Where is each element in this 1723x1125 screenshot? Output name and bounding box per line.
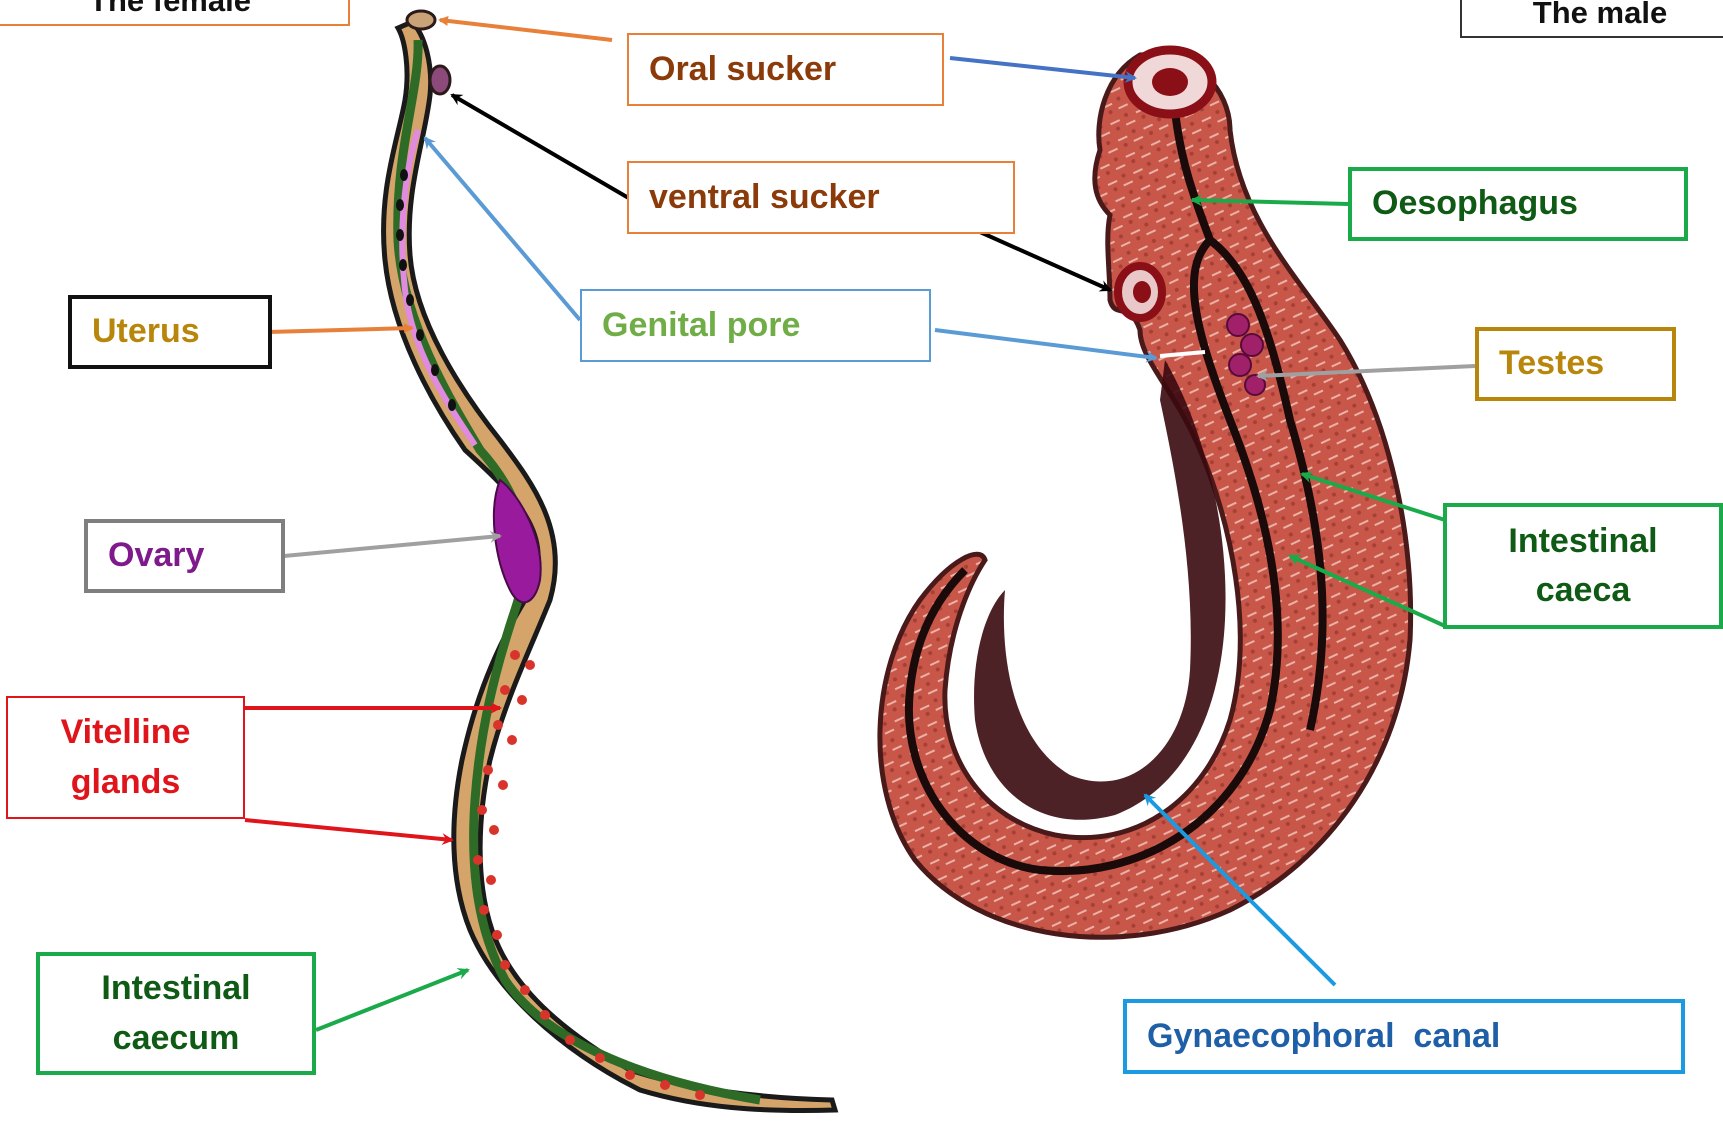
testes-label: Testes [1475,327,1676,401]
uterus-text: Uterus [92,307,200,356]
female-heading: The female [0,0,350,26]
arrow-uterus [268,328,412,332]
ventral-sucker-label: ventral sucker [627,161,1015,234]
oral-sucker-text: Oral sucker [649,45,836,94]
vitelline-glands-text-1: Vitelline [61,708,191,757]
testes-text: Testes [1499,339,1604,388]
arrow-ventral-sucker-male [980,232,1110,290]
gynaecophoral-canal-text: Gynaecophoral canal [1147,1012,1500,1061]
vitelline-dots [473,650,705,1100]
vitelline-glands-label: Vitelline glands [6,696,245,819]
arrow-genital-pore-male [935,330,1156,358]
arrow-oral-sucker-female [440,20,612,40]
intestinal-caecum-text-1: Intestinal [101,964,250,1013]
arrow-ovary [284,536,500,556]
female-heading-text: The female [89,0,251,24]
male-heading: The male [1460,0,1723,38]
oesophagus-text: Oesophagus [1372,179,1578,228]
intestinal-caeca-text-1: Intestinal [1508,517,1657,566]
intestinal-caecum-label: Intestinal caecum [36,952,316,1075]
ovary-text: Ovary [108,531,204,580]
genital-pore-label: Genital pore [580,289,931,362]
intestinal-caeca-text-2: caeca [1536,566,1631,615]
ventral-sucker-text: ventral sucker [649,173,880,222]
oral-sucker-label: Oral sucker [627,33,944,106]
intestinal-caeca-label: Intestinal caeca [1443,503,1723,629]
gynaecophoral-canal-shape [974,360,1226,820]
vitelline-glands-text-2: glands [71,758,181,807]
arrow-oral-sucker-male [950,58,1135,78]
arrow-ventral-sucker-female [452,95,632,200]
ovary-label: Ovary [84,519,285,593]
intestinal-caecum-text-2: caecum [113,1014,240,1063]
arrow-genital-pore-female [425,138,580,320]
arrow-intestinal-caecum [316,970,468,1030]
female-oral-sucker [407,11,435,29]
oesophagus-label: Oesophagus [1348,167,1688,241]
genital-pore-text: Genital pore [602,301,800,350]
arrow-vitelline-2 [245,820,452,840]
female-ventral-sucker [430,66,450,94]
male-heading-text: The male [1533,0,1667,36]
gynaecophoral-canal-label: Gynaecophoral canal [1123,999,1685,1074]
uterus-label: Uterus [68,295,272,369]
